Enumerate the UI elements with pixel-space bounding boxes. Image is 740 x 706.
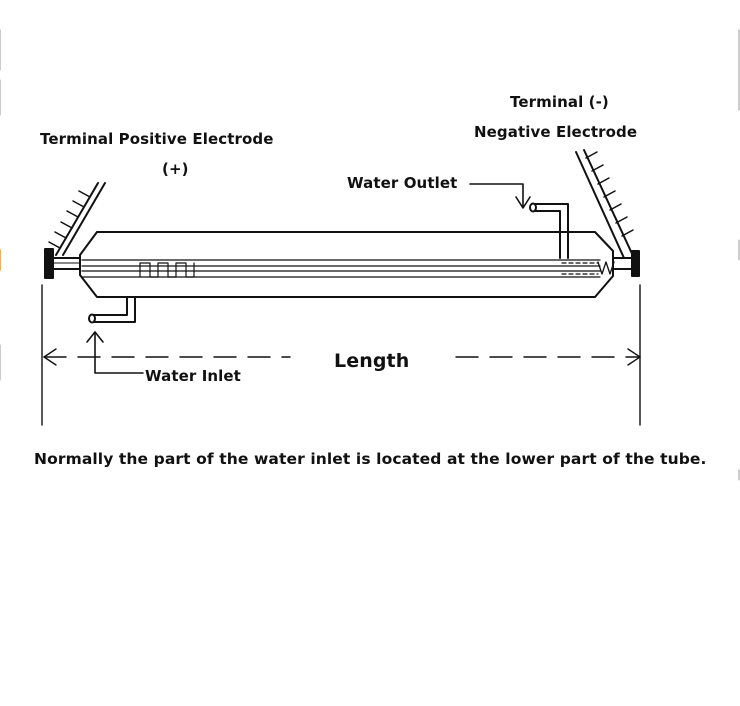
terminal-negative-label: Terminal (-) xyxy=(510,93,609,111)
negative-electrode-label: Negative Electrode xyxy=(474,123,638,141)
left-mount-bracket xyxy=(48,182,106,256)
water-inlet-pointer xyxy=(86,331,144,374)
water-outlet-label: Water Outlet xyxy=(347,174,458,192)
diagram-caption: Normally the part of the water inlet is … xyxy=(34,450,707,468)
right-mount-bracket xyxy=(575,149,635,259)
water-outlet-pointer xyxy=(469,183,531,209)
length-label: Length xyxy=(334,350,410,372)
positive-electrode-terminal xyxy=(44,248,82,279)
water-inlet-pipe xyxy=(88,296,136,324)
tube-outer-glass xyxy=(79,231,614,298)
water-inlet-label: Water Inlet xyxy=(145,367,241,385)
water-outlet-pipe xyxy=(529,202,569,259)
positive-sign-label: (+) xyxy=(162,160,189,178)
positive-electrode-label: Terminal Positive Electrode xyxy=(40,130,274,148)
length-dimension xyxy=(41,284,641,426)
electrode-spring xyxy=(597,261,615,275)
edge-artifacts xyxy=(0,29,740,481)
gas-return-coil xyxy=(139,262,195,278)
